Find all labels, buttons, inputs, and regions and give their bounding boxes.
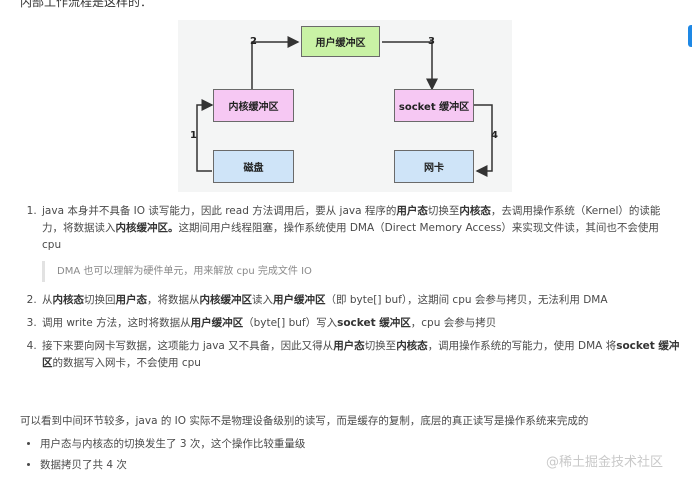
edge-label-2: 2 bbox=[250, 36, 257, 47]
bullet-item: 数据拷贝了共 4 次 bbox=[40, 455, 305, 476]
dma-note: DMA 也可以理解为硬件单元，用来解放 cpu 完成文件 IO bbox=[42, 261, 680, 282]
edge-label-1: 1 bbox=[190, 130, 197, 141]
arrow-3 bbox=[382, 41, 438, 91]
step-3: 调用 write 方法，这时将数据从用户缓冲区（byte[] buf）写入soc… bbox=[40, 315, 680, 332]
summary-paragraph: 可以看到中间环节较多，java 的 IO 实际不是物理设备级别的读写，而是缓存的… bbox=[20, 415, 589, 427]
arrow-2 bbox=[251, 36, 300, 92]
section-heading: 内部工作流程是这样的： bbox=[20, 0, 153, 9]
socket-buffer-node: socket 缓冲区 bbox=[394, 89, 474, 122]
summary-bullets: 用户态与内核态的切换发生了 3 次，这个操作比较重量级 数据拷贝了共 4 次 bbox=[0, 434, 305, 476]
io-flow-diagram: 用户缓冲区 内核缓冲区 socket 缓冲区 磁盘 网卡 1 2 3 4 bbox=[178, 20, 512, 192]
diagram-arrows bbox=[196, 36, 493, 177]
arrow-1 bbox=[196, 99, 214, 172]
bullet-item: 用户态与内核态的切换发生了 3 次，这个操作比较重量级 bbox=[40, 434, 305, 455]
steps-list: java 本身并不具备 IO 读写能力，因此 read 方法调用后，要从 jav… bbox=[0, 203, 680, 378]
edge-label-4: 4 bbox=[491, 130, 498, 141]
step-2: 从内核态切换回用户态，将数据从内核缓冲区读入用户缓冲区（即 byte[] buf… bbox=[40, 292, 680, 309]
edge-label-3: 3 bbox=[428, 36, 435, 47]
step-1: java 本身并不具备 IO 读写能力，因此 read 方法调用后，要从 jav… bbox=[40, 203, 680, 282]
user-buffer-node: 用户缓冲区 bbox=[301, 26, 380, 57]
arrow-4 bbox=[474, 104, 493, 177]
step-4: 接下来要向网卡写数据，这项能力 java 又不具备，因此又得从用户态切换至内核态… bbox=[40, 338, 680, 372]
kernel-buffer-node: 内核缓冲区 bbox=[213, 89, 294, 122]
nic-node: 网卡 bbox=[394, 150, 474, 183]
side-tab[interactable] bbox=[688, 25, 692, 47]
disk-node: 磁盘 bbox=[213, 150, 294, 183]
watermark: @稀土掘金技术社区 bbox=[546, 455, 664, 470]
